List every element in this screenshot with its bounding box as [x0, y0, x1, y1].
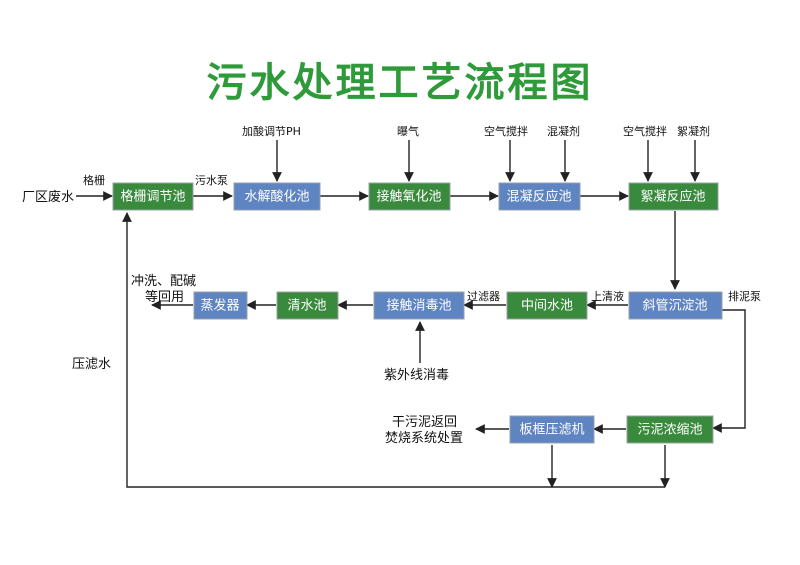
svg-text:清水池: 清水池	[287, 299, 326, 314]
svg-text:接触消毒池: 接触消毒池	[386, 298, 451, 314]
label-aeration: 曝气	[397, 124, 419, 138]
arrow-sludge-pump	[712, 309, 746, 433]
node-evaporator: 蒸发器	[193, 291, 248, 320]
svg-text:污泥浓缩池: 污泥浓缩池	[637, 422, 702, 438]
svg-text:格栅调节池: 格栅调节池	[120, 189, 185, 205]
node-contact-oxidation-pool: 接触氧化池	[368, 182, 451, 211]
svg-text:水解酸化池: 水解酸化池	[244, 190, 309, 205]
node-grid-pool: 格栅调节池	[112, 182, 194, 211]
label-dry-sludge-line2: 焚烧系统处置	[385, 431, 463, 446]
label-filter: 过滤器	[467, 290, 500, 303]
label-air-mix-1: 空气搅拌	[484, 124, 528, 138]
page-title: 污水处理工艺流程图	[206, 60, 594, 106]
svg-text:板框压滤机: 板框压滤机	[519, 423, 584, 438]
label-factory-wastewater: 厂区废水	[22, 189, 74, 205]
node-plate-filter-press: 板框压滤机	[509, 415, 595, 444]
node-contact-disinfection-pool: 接触消毒池	[373, 291, 465, 320]
svg-text:斜管沉淀池: 斜管沉淀池	[642, 299, 707, 314]
label-reuse-line1: 冲洗、配碱	[131, 274, 196, 289]
label-coagulant: 混凝剂	[547, 124, 580, 138]
node-flocculation-pool: 絮凝反应池	[628, 182, 719, 211]
svg-text:中间水池: 中间水池	[521, 299, 573, 314]
node-sludge-thickening-pool: 污泥浓缩池	[626, 415, 714, 444]
arrow-filtrate-return	[122, 212, 665, 488]
label-flocculant: 絮凝剂	[677, 124, 710, 138]
label-dry-sludge-line1: 干污泥返回	[392, 415, 457, 430]
svg-text:接触氧化池: 接触氧化池	[376, 189, 441, 205]
label-supernatant: 上清液	[591, 289, 624, 303]
node-hydrolysis-pool: 水解酸化池	[233, 182, 321, 211]
label-acid-ph: 加酸调节PH	[242, 124, 301, 138]
node-middle-water-pool: 中间水池	[506, 291, 588, 320]
label-reuse-line2: 等回用	[145, 289, 184, 305]
label-filtrate: 压滤水	[72, 357, 111, 372]
svg-text:蒸发器: 蒸发器	[200, 298, 239, 314]
label-air-mix-2: 空气搅拌	[623, 124, 667, 138]
svg-text:混凝反应池: 混凝反应池	[506, 189, 571, 205]
label-sewage-pump: 污水泵	[195, 174, 228, 187]
node-inclined-tube-pool: 斜管沉淀池	[628, 291, 723, 320]
label-sludge-pump: 排泥泵	[728, 289, 761, 303]
svg-text:絮凝反应池: 絮凝反应池	[640, 189, 705, 205]
node-coagulation-pool: 混凝反应池	[498, 182, 581, 211]
label-uv-disinfection: 紫外线消毒	[384, 368, 449, 383]
label-grille: 格栅	[83, 173, 105, 187]
node-clear-water-pool: 清水池	[276, 291, 339, 320]
